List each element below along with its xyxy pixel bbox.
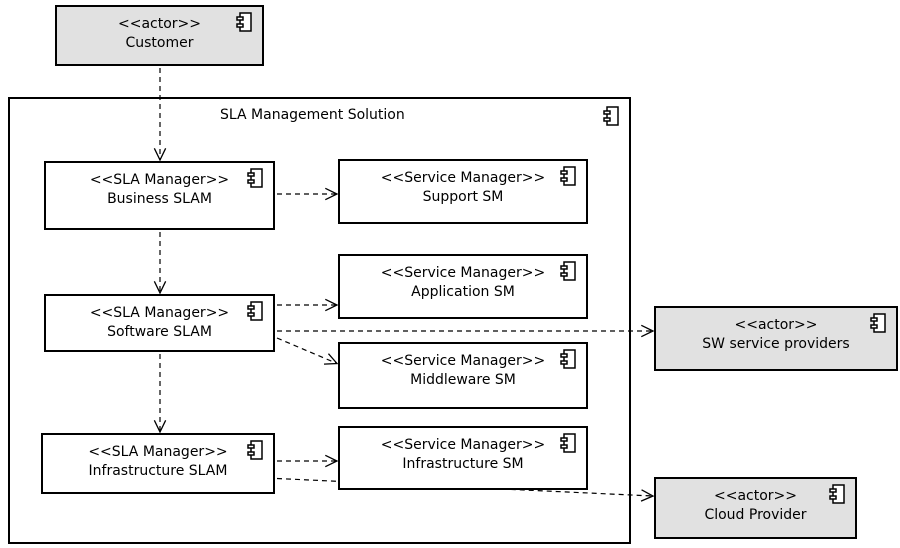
arrowhead <box>640 489 655 502</box>
component-icon <box>247 301 263 321</box>
component-icon <box>236 12 252 32</box>
component-name: Customer <box>125 35 194 51</box>
dependency-edge-software_slam-to-middleware_sm <box>276 337 338 365</box>
component-icon <box>247 440 263 460</box>
component-icon <box>560 261 576 281</box>
software-slam-component[interactable]: <<SLA Manager>> Software SLAM <box>44 294 275 352</box>
component-icon <box>560 349 576 369</box>
arrowhead <box>325 454 339 468</box>
sw-service-providers-actor[interactable]: <<actor>> SW service providers <box>654 306 898 371</box>
arrowhead <box>641 324 655 338</box>
application-sm-component[interactable]: <<Service Manager>> Application SM <box>338 254 588 319</box>
stereotype-label: <<Service Manager>> <box>380 437 546 453</box>
component-name: Application SM <box>411 284 515 300</box>
component-icon <box>560 166 576 186</box>
stereotype-label: <<SLA Manager>> <box>89 305 230 321</box>
component-icon <box>560 433 576 453</box>
stereotype-label: <<actor>> <box>734 317 818 333</box>
stereotype-label: <<Service Manager>> <box>380 353 546 369</box>
component-name: Software SLAM <box>107 324 212 340</box>
component-icon <box>829 484 845 504</box>
component-icon <box>603 106 619 126</box>
stereotype-label: <<SLA Manager>> <box>89 172 230 188</box>
arrowhead <box>325 187 339 201</box>
component-icon <box>247 168 263 188</box>
support-sm-component[interactable]: <<Service Manager>> Support SM <box>338 159 588 224</box>
business-slam-component[interactable]: <<SLA Manager>> Business SLAM <box>44 161 275 230</box>
component-name: Infrastructure SLAM <box>88 463 228 479</box>
stereotype-label: <<SLA Manager>> <box>88 444 228 460</box>
arrowhead <box>153 420 167 434</box>
arrowhead <box>325 298 339 312</box>
stereotype-label: <<Service Manager>> <box>380 265 546 281</box>
component-name: Middleware SM <box>410 372 516 388</box>
stereotype-label: <<actor>> <box>713 488 797 504</box>
arrowhead <box>323 353 339 365</box>
stereotype-label: <<actor>> <box>117 16 201 32</box>
component-name: SW service providers <box>702 336 850 352</box>
component-name: Support SM <box>422 189 504 205</box>
component-name: Business SLAM <box>107 191 212 207</box>
component-name: Infrastructure SM <box>402 456 524 472</box>
arrowhead <box>153 148 167 162</box>
cloud-provider-actor[interactable]: <<actor>> Cloud Provider <box>654 477 857 539</box>
arrowhead <box>153 281 167 295</box>
container-title: SLA Management Solution <box>220 107 405 123</box>
stereotype-label: <<Service Manager>> <box>380 170 546 186</box>
infrastructure-slam-component[interactable]: <<SLA Manager>> Infrastructure SLAM <box>41 433 275 494</box>
component-name: Cloud Provider <box>704 507 807 523</box>
middleware-sm-component[interactable]: <<Service Manager>> Middleware SM <box>338 342 588 409</box>
infrastructure-sm-component[interactable]: <<Service Manager>> Infrastructure SM <box>338 426 588 490</box>
component-icon <box>870 313 886 333</box>
customer-actor[interactable]: <<actor>> Customer <box>55 5 264 66</box>
